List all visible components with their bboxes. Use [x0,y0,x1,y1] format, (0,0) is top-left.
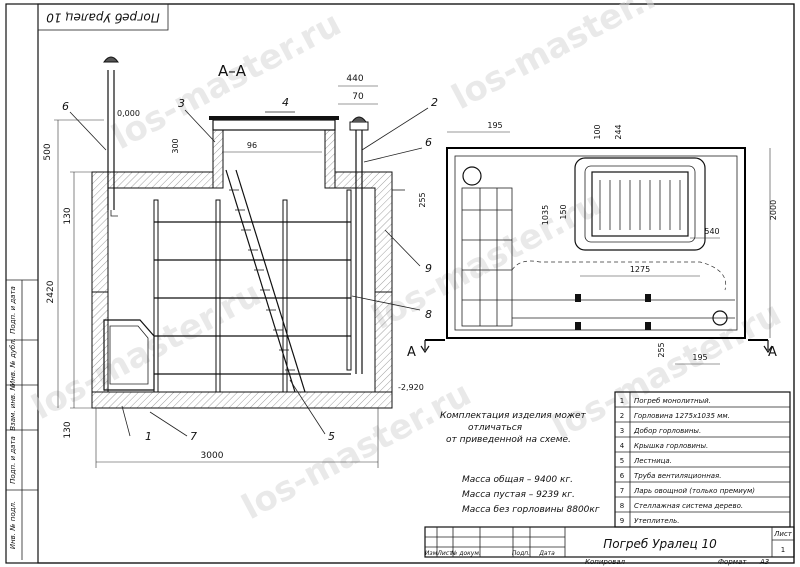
svg-text:Лист: Лист [773,530,793,538]
spec-row-text: Крышка горловины. [634,442,708,450]
svg-text:70: 70 [352,92,364,102]
svg-text:los-master.ru: los-master.ru [105,4,347,158]
section-markers: А А [407,339,777,360]
svg-text:8: 8 [425,308,432,321]
spec-row-n: 1 [620,397,624,405]
section-label: А–А [218,62,247,80]
svg-text:540: 540 [704,227,719,236]
svg-text:2420: 2420 [46,280,56,303]
spec-row-text: Стеллажная система дерево. [634,502,743,510]
svg-text:195: 195 [692,353,707,362]
inner-frame [37,3,795,564]
svg-text:255: 255 [657,342,666,357]
svg-text:А: А [407,345,416,360]
svg-text:255: 255 [418,192,427,207]
svg-text:130: 130 [63,207,73,224]
svg-text:6: 6 [425,136,432,149]
svg-text:Изм: Изм [425,550,438,557]
spec-row-n: 9 [620,517,624,525]
spec-row-n: 4 [620,442,625,450]
spec-table: 1 Погреб монолитный. 2 Горловина 1275х10… [614,391,791,528]
svg-text:1275: 1275 [630,265,650,274]
drawing-title: Погреб Уралец 10 [603,537,717,551]
svg-text:Масса без горловины 8800кг: Масса без горловины 8800кг [462,505,600,515]
svg-text:150: 150 [559,204,568,219]
svg-text:Подп. и дата: Подп. и дата [9,436,17,484]
svg-text:2000: 2000 [769,200,778,220]
spec-row-n: 3 [620,427,624,435]
svg-text:А3: А3 [759,558,769,566]
svg-text:Инв. № дубл.: Инв. № дубл. [9,338,17,386]
spec-row-n: 5 [620,457,624,465]
svg-text:№ докум.: № докум. [450,550,481,557]
svg-text:300: 300 [171,138,180,153]
spec-row-text: Лестница. [633,457,672,465]
plan-dimensions: 195 100 244 1035 150 540 1275 2000 255 1… [447,121,778,365]
spec-row-n: 7 [620,487,624,495]
svg-text:Дата: Дата [538,550,555,557]
svg-text:от приведенной на схеме.: от приведенной на схеме. [446,435,571,445]
svg-text:130: 130 [63,421,73,438]
svg-text:Масса общая – 9400 кг.: Масса общая – 9400 кг. [462,475,573,485]
spec-row-text: Ларь овощной (только премиум) [633,487,755,495]
masses: Масса общая – 9400 кг. Масса пустая – 92… [462,475,600,515]
svg-text:96: 96 [247,141,257,150]
spec-row-n: 8 [620,502,624,510]
svg-text:195: 195 [487,121,502,130]
svg-text:2: 2 [431,96,438,109]
svg-text:5: 5 [328,430,335,443]
spec-row-n: 2 [620,412,624,420]
svg-text:Формат: Формат [718,558,747,566]
svg-text:Взам. инв. №: Взам. инв. № [9,383,17,431]
svg-text:А: А [768,345,777,360]
svg-text:0,000: 0,000 [117,109,140,118]
side-label-strip: Подп. и дата Инв. № дубл. Взам. инв. № П… [6,279,38,560]
svg-text:440: 440 [346,74,363,84]
svg-text:Погреб Уралец 10: Погреб Уралец 10 [46,11,160,25]
svg-text:244: 244 [614,124,623,139]
notes: Комплектация изделия может отличаться от… [440,411,587,445]
svg-text:-2,920: -2,920 [398,383,424,392]
spec-row-text: Горловина 1275х1035 мм. [634,412,730,420]
spec-row-text: Погреб монолитный. [634,397,711,405]
svg-text:Масса пустая – 9239 кг.: Масса пустая – 9239 кг. [462,490,575,500]
svg-text:100: 100 [593,124,602,139]
svg-text:500: 500 [43,143,53,160]
svg-text:1: 1 [145,430,152,443]
svg-text:6: 6 [62,100,69,113]
svg-text:Лист: Лист [436,550,453,557]
plan-view [446,147,746,339]
svg-text:Комплектация изделия может: Комплектация изделия может [440,411,587,421]
svg-text:Подп. и дата: Подп. и дата [9,286,17,334]
svg-text:los-master.ru: los-master.ru [545,294,787,448]
svg-text:1035: 1035 [541,205,550,225]
svg-text:Инв. № подл.: Инв. № подл. [9,501,17,549]
svg-text:4: 4 [282,96,289,109]
spec-row-n: 6 [620,472,625,480]
svg-text:3000: 3000 [201,451,224,461]
section-dimensions: 500 130 2420 130 3000 440 70 0,000 300 9… [43,74,427,468]
svg-text:Копировал: Копировал [585,558,626,566]
spec-row-text: Добор горловины. [633,427,701,435]
top-left-stamp: Погреб Уралец 10 [37,3,169,31]
spec-row-text: Утеплитель. [634,517,679,525]
spec-row-text: Труба вентиляционная. [634,472,722,480]
svg-text:Подп.: Подп. [512,550,530,557]
svg-text:отличаться: отличаться [468,423,523,433]
svg-text:los-master.ru: los-master.ru [445,0,687,118]
svg-text:1: 1 [781,546,785,554]
svg-text:7: 7 [190,430,197,443]
title-block: Изм Лист № докум. Подп. Дата Погреб Урал… [424,526,795,566]
section-callouts: 1 2 3 4 5 6 6 7 8 9 [62,96,438,443]
svg-text:9: 9 [425,262,432,275]
svg-text:3: 3 [178,97,185,110]
section-view [91,56,405,409]
svg-text:los-master.ru: los-master.ru [365,184,607,338]
